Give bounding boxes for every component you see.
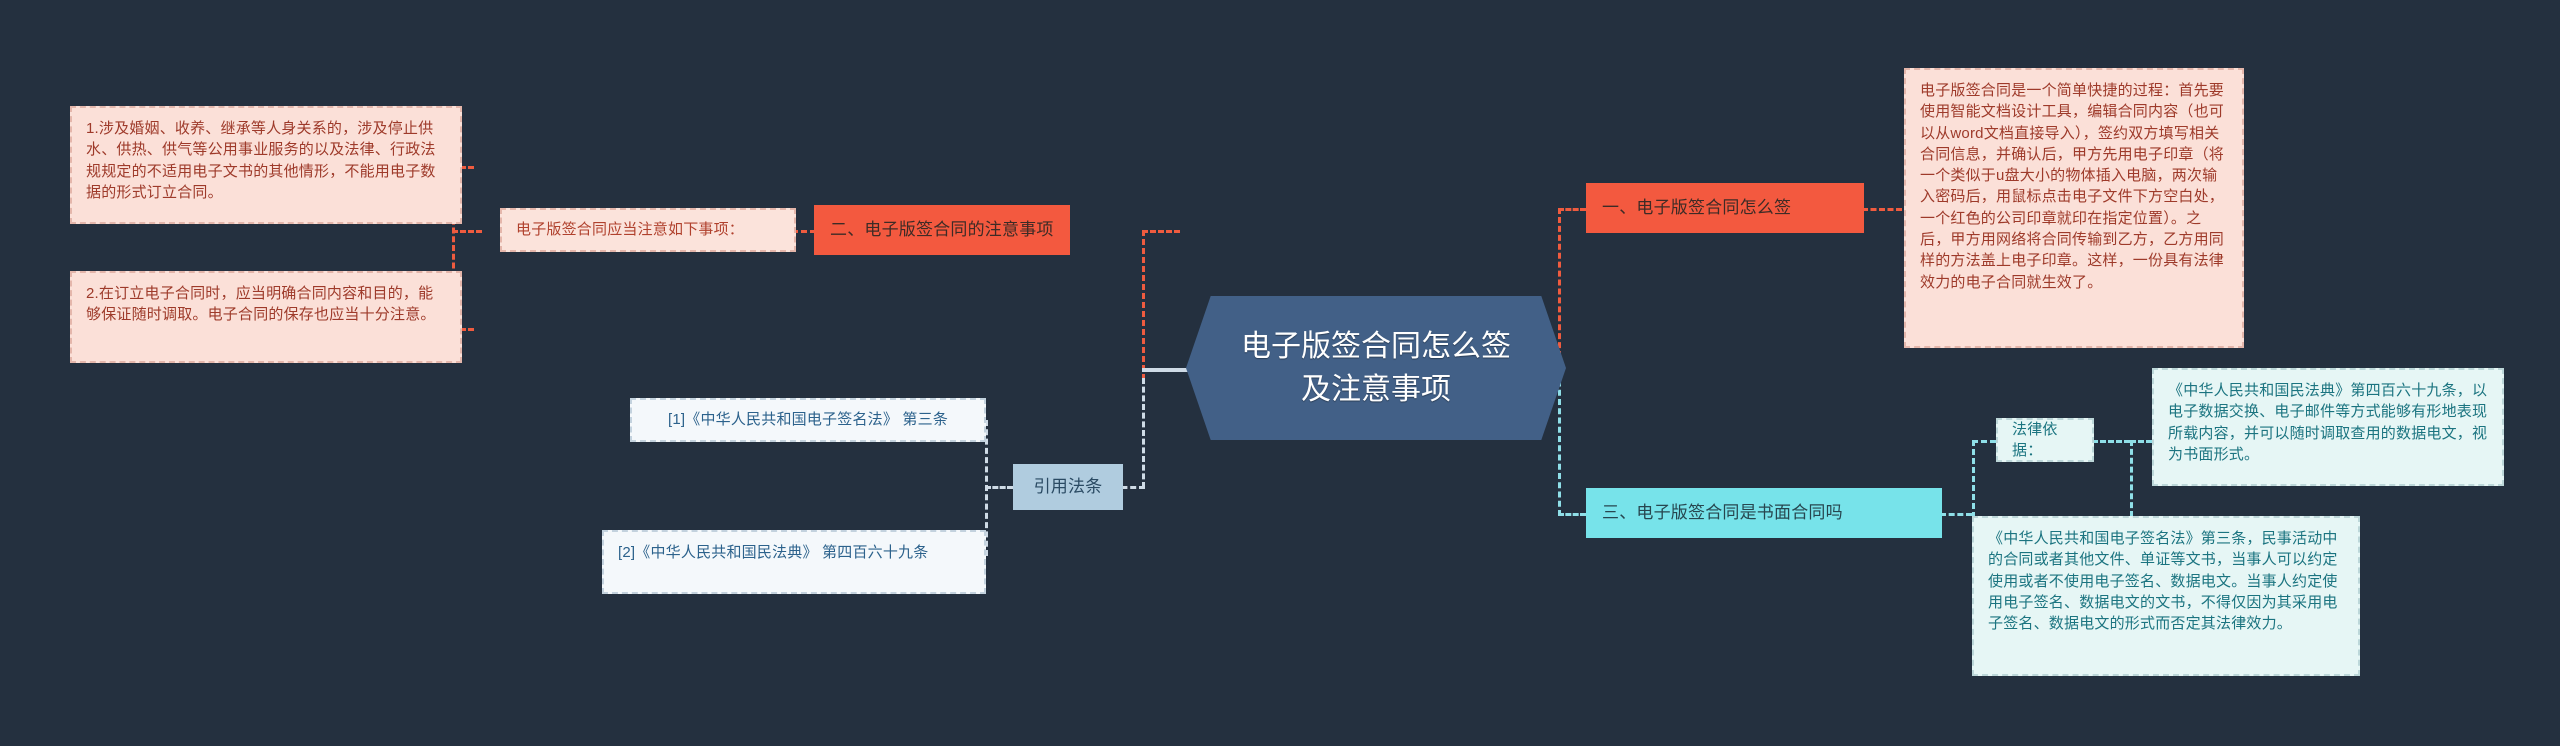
branch-two-item-2[interactable]: 2.在订立电子合同时，应当明确合同内容和目的，能够保证随时调取。电子合同的保存也… — [70, 271, 462, 363]
connector-right-trunk-cyan — [1558, 362, 1561, 516]
branch-refs-item-2-text: [2]《中华人民共和国民法典》 第四百六十九条 — [618, 544, 929, 561]
connector-left-trunk-white — [1142, 378, 1145, 488]
connector-left-trunk-orange — [1142, 230, 1145, 380]
connector-to-branch-two — [1142, 230, 1180, 233]
branch-two-item-1[interactable]: 1.涉及婚姻、收养、继承等人身关系的，涉及停止供水、供热、供气等公用事业服务的以… — [70, 106, 462, 224]
center-node[interactable]: 电子版签合同怎么签及注意事项 — [1186, 296, 1566, 440]
branch-three-basis-2[interactable]: 《中华人民共和国电子签名法》第三条，民事活动中的合同或者其他文件、单证等文书，当… — [1972, 516, 2360, 676]
connector-basis-trunk — [1972, 440, 1975, 518]
connector-intro-to-bus — [452, 230, 482, 233]
connector-bus-to-item-1 — [452, 166, 474, 169]
branch-refs-label: 引用法条 — [1033, 476, 1103, 496]
branch-three-basis-1-text: 《中华人民共和国民法典》第四百六十九条，以电子数据交换、电子邮件等方式能够有形地… — [2168, 382, 2488, 463]
branch-two-intro[interactable]: 电子版签合同应当注意如下事项： — [500, 208, 796, 252]
branch-refs-item-2[interactable]: [2]《中华人民共和国民法典》 第四百六十九条 — [602, 530, 986, 594]
connector-left-items-bus — [452, 166, 455, 330]
branch-three-label: 三、电子版签合同是书面合同吗 — [1602, 502, 1843, 522]
branch-two-item-2-text: 2.在订立电子合同时，应当明确合同内容和目的，能够保证随时调取。电子合同的保存也… — [86, 285, 436, 324]
connector-right-trunk-orange — [1558, 208, 1561, 366]
connector-center-left-stub — [1142, 368, 1192, 372]
branch-refs-item-1-text: [1]《中华人民共和国电子签名法》 第三条 — [667, 411, 949, 429]
connector-basis-trunk-to-label — [1972, 440, 1996, 443]
connector-refs-bus — [985, 420, 988, 556]
branch-two-item-1-text: 1.涉及婚姻、收养、继承等人身关系的，涉及停止供水、供热、供气等公用事业服务的以… — [86, 120, 436, 201]
connector-bus-to-basis-1 — [2130, 440, 2152, 443]
branch-three-basis-label[interactable]: 法律依据： — [1996, 418, 2094, 462]
connector-basis-bus — [2130, 440, 2133, 588]
branch-one-node[interactable]: 一、电子版签合同怎么签 — [1586, 183, 1864, 233]
branch-three-node[interactable]: 三、电子版签合同是书面合同吗 — [1586, 488, 1942, 538]
connector-branch-one-to-detail — [1862, 208, 1902, 211]
connector-branch-three-to-basis — [1940, 513, 1972, 516]
branch-three-basis-label-text: 法律依据： — [2012, 420, 2058, 459]
branch-three-basis-2-text: 《中华人民共和国电子签名法》第三条，民事活动中的合同或者其他文件、单证等文书，当… — [1988, 530, 2338, 633]
center-node-title: 电子版签合同怎么签及注意事项 — [1241, 329, 1511, 407]
branch-three-basis-1[interactable]: 《中华人民共和国民法典》第四百六十九条，以电子数据交换、电子邮件等方式能够有形地… — [2152, 368, 2504, 486]
connector-refs-to-bus — [985, 486, 1013, 489]
connector-branch-two-to-intro — [792, 230, 834, 233]
branch-two-intro-label: 电子版签合同应当注意如下事项： — [516, 221, 745, 239]
connector-to-branch-one — [1558, 208, 1586, 211]
branch-two-node[interactable]: 二、电子版签合同的注意事项 — [814, 205, 1070, 255]
connector-to-branch-three — [1558, 513, 1586, 516]
branch-one-detail[interactable]: 电子版签合同是一个简单快捷的过程：首先要使用智能文档设计工具，编辑合同内容（也可… — [1904, 68, 2244, 348]
connector-basis-to-bus — [2092, 440, 2130, 443]
branch-refs-item-1[interactable]: [1]《中华人民共和国电子签名法》 第三条 — [630, 398, 986, 442]
branch-one-label: 一、电子版签合同怎么签 — [1602, 197, 1792, 217]
branch-two-label: 二、电子版签合同的注意事项 — [830, 219, 1054, 239]
branch-refs-node[interactable]: 引用法条 — [1013, 464, 1123, 510]
connector-bus-to-item-2 — [452, 328, 474, 331]
branch-one-detail-text: 电子版签合同是一个简单快捷的过程：首先要使用智能文档设计工具，编辑合同内容（也可… — [1920, 82, 2225, 291]
